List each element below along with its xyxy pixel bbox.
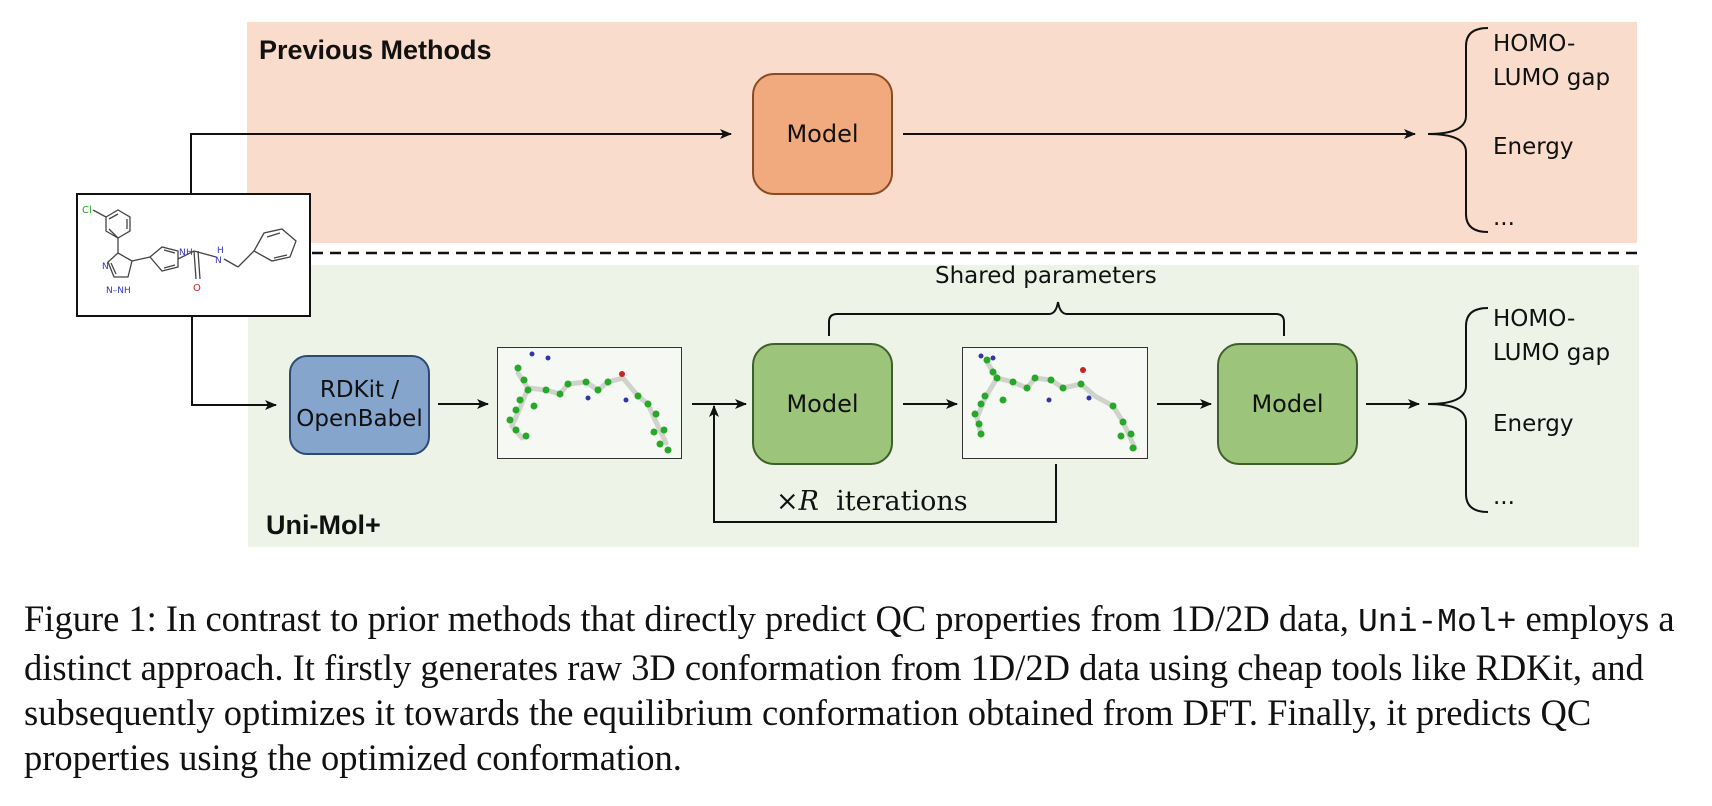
prev-output-ellipsis: ...: [1493, 205, 1515, 231]
shared-bracket: [828, 301, 1285, 336]
molecule-2d-image: Cl N H N H O N–NH N: [76, 193, 311, 317]
svg-text:N: N: [179, 248, 186, 258]
uni-output-ellipsis: ...: [1493, 484, 1515, 510]
prev-model-box: Model: [752, 73, 893, 195]
shared-parameters-label: Shared parameters: [935, 263, 1157, 289]
caption-code: Uni-Mol+: [1357, 604, 1517, 641]
optimized-conformation-image: [962, 347, 1148, 459]
previous-methods-title: Previous Methods: [259, 35, 492, 65]
prev-output-homo: HOMO-: [1493, 31, 1576, 57]
unimol-title: Uni-Mol+: [266, 510, 381, 540]
uni-output-homo: HOMO-: [1493, 306, 1576, 332]
chlorine-label: Cl: [82, 205, 92, 216]
svg-text:N: N: [102, 262, 109, 272]
arrow-to-rdkit: [191, 316, 277, 410]
svg-text:N–NH: N–NH: [106, 286, 131, 296]
svg-text:O: O: [193, 283, 201, 294]
raw-conformation-image: [497, 347, 682, 459]
model-box-1: Model: [752, 343, 893, 465]
rdkit-openbabel-box: RDKit / OpenBabel: [289, 355, 430, 455]
model-box-2: Model: [1217, 343, 1358, 465]
prev-output-energy: Energy: [1493, 134, 1574, 160]
figure-caption: Figure 1: In contrast to prior methods t…: [24, 598, 1675, 778]
prev-output-brace: [1427, 27, 1489, 233]
prev-output-lumo-gap: LUMO gap: [1493, 65, 1611, 91]
uni-output-lumo-gap: LUMO gap: [1493, 340, 1611, 366]
svg-text:N: N: [215, 256, 222, 266]
iterations-label: ×R iterations: [776, 486, 968, 517]
uni-output-brace: [1427, 307, 1489, 513]
svg-text:H: H: [217, 246, 224, 256]
arrow-to-prev-model: [190, 129, 732, 194]
iteration-loop-arrow: [709, 405, 1057, 523]
svg-text:H: H: [186, 248, 193, 258]
uni-output-energy: Energy: [1493, 411, 1574, 437]
